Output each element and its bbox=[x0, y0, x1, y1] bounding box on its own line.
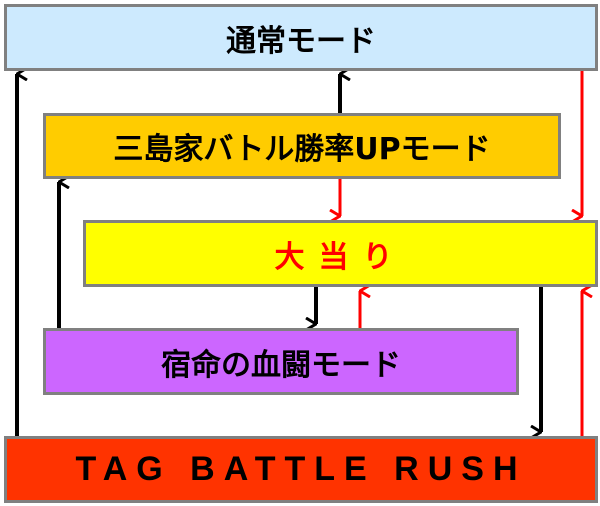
node-mishima-mode: 三島家バトル勝率UPモード bbox=[43, 113, 561, 179]
node-label: 大当り bbox=[274, 239, 407, 275]
node-label: TAG BATTLE RUSH bbox=[75, 450, 527, 488]
node-label: 三島家バトル勝率UPモード bbox=[113, 132, 491, 167]
node-label: 宿命の血闘モード bbox=[161, 347, 401, 383]
node-jackpot: 大当り bbox=[83, 220, 598, 287]
node-label: 通常モード bbox=[226, 23, 376, 59]
node-tag-battle-rush: TAG BATTLE RUSH bbox=[4, 436, 598, 503]
node-fate-mode: 宿命の血闘モード bbox=[43, 328, 519, 395]
node-normal-mode: 通常モード bbox=[4, 4, 598, 71]
